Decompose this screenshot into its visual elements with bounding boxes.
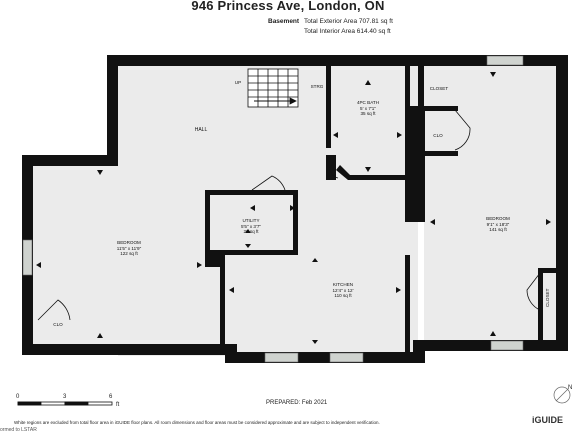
compass-icon bbox=[553, 386, 571, 404]
kitchen-name: KITCHEN bbox=[332, 282, 354, 287]
kitchen-area: 110 sq ft bbox=[334, 293, 352, 299]
bedroom-left-dims: 11'5" x 11'9" bbox=[116, 245, 142, 251]
scale-unit: ft bbox=[116, 402, 120, 408]
utility-dims: 5'5" x 3'7" bbox=[240, 223, 262, 229]
exterior-area: Total Exterior Area 707.81 sq ft bbox=[304, 18, 393, 25]
bedroom-right-name: BEDROOM bbox=[486, 216, 510, 221]
bedroom-left-area: 122 sq ft bbox=[120, 251, 138, 257]
scale-tick-0: 0 bbox=[16, 394, 20, 400]
bedroom-left-name: BEDROOM bbox=[117, 240, 141, 245]
plan-title: 946 Princess Ave, London, ON bbox=[191, 0, 385, 13]
doors bbox=[37, 109, 541, 321]
utility-area: 20 sq ft bbox=[243, 229, 259, 235]
room-bath: 4PC BATH 5' x 7'1" 35 sq ft bbox=[340, 100, 396, 117]
compass-n-label: N bbox=[568, 385, 573, 391]
scale-tick-3: 3 bbox=[63, 394, 67, 400]
closet-right-label: CLOSET bbox=[545, 288, 551, 307]
utility-name: UTILITY bbox=[242, 218, 260, 223]
storage-label: STRG bbox=[310, 84, 324, 89]
room-utility: UTILITY 5'5" x 3'7" 20 sq ft bbox=[226, 218, 276, 235]
clo-left-label: CLO bbox=[53, 322, 63, 327]
disclaimer: White regions are excluded from total fl… bbox=[14, 420, 380, 425]
bath-name: 4PC BATH bbox=[356, 100, 380, 105]
kitchen-dims: 12'4" x 12' bbox=[332, 287, 354, 293]
bedroom-right-dims: 9'1" x 18'3" bbox=[486, 221, 510, 227]
scale-bar bbox=[17, 401, 113, 406]
room-bedroom-left: BEDROOM 11'5" x 11'9" 122 sq ft bbox=[101, 240, 157, 257]
scale-tick-6: 6 bbox=[109, 394, 113, 400]
room-kitchen: KITCHEN 12'4" x 12' 110 sq ft bbox=[315, 282, 371, 299]
stairs-up-label: UP bbox=[234, 80, 242, 85]
windows bbox=[22, 55, 524, 363]
brand-logo: iGUIDE bbox=[532, 415, 564, 425]
bath-area: 35 sq ft bbox=[360, 111, 376, 117]
interior-area: Total Interior Area 614.40 sq ft bbox=[304, 28, 391, 35]
clo-right-label: CLO bbox=[433, 133, 443, 138]
bath-dims: 5' x 7'1" bbox=[360, 105, 376, 111]
room-bedroom-right: BEDROOM 9'1" x 18'3" 141 sq ft bbox=[470, 216, 526, 233]
level-label: Basement bbox=[268, 18, 300, 25]
closet-top-label: CLOSET bbox=[429, 86, 449, 91]
stairs bbox=[247, 68, 299, 108]
room-hall-label: HALL bbox=[194, 127, 208, 133]
bedroom-right-area: 141 sq ft bbox=[489, 227, 507, 233]
dimension-markers bbox=[36, 72, 551, 344]
watermark: ormed to LSTAR bbox=[0, 427, 37, 433]
interior-walls bbox=[205, 66, 558, 355]
prepared-date: PREPARED: Feb 2021 bbox=[266, 400, 328, 406]
floor-fill bbox=[33, 66, 558, 356]
